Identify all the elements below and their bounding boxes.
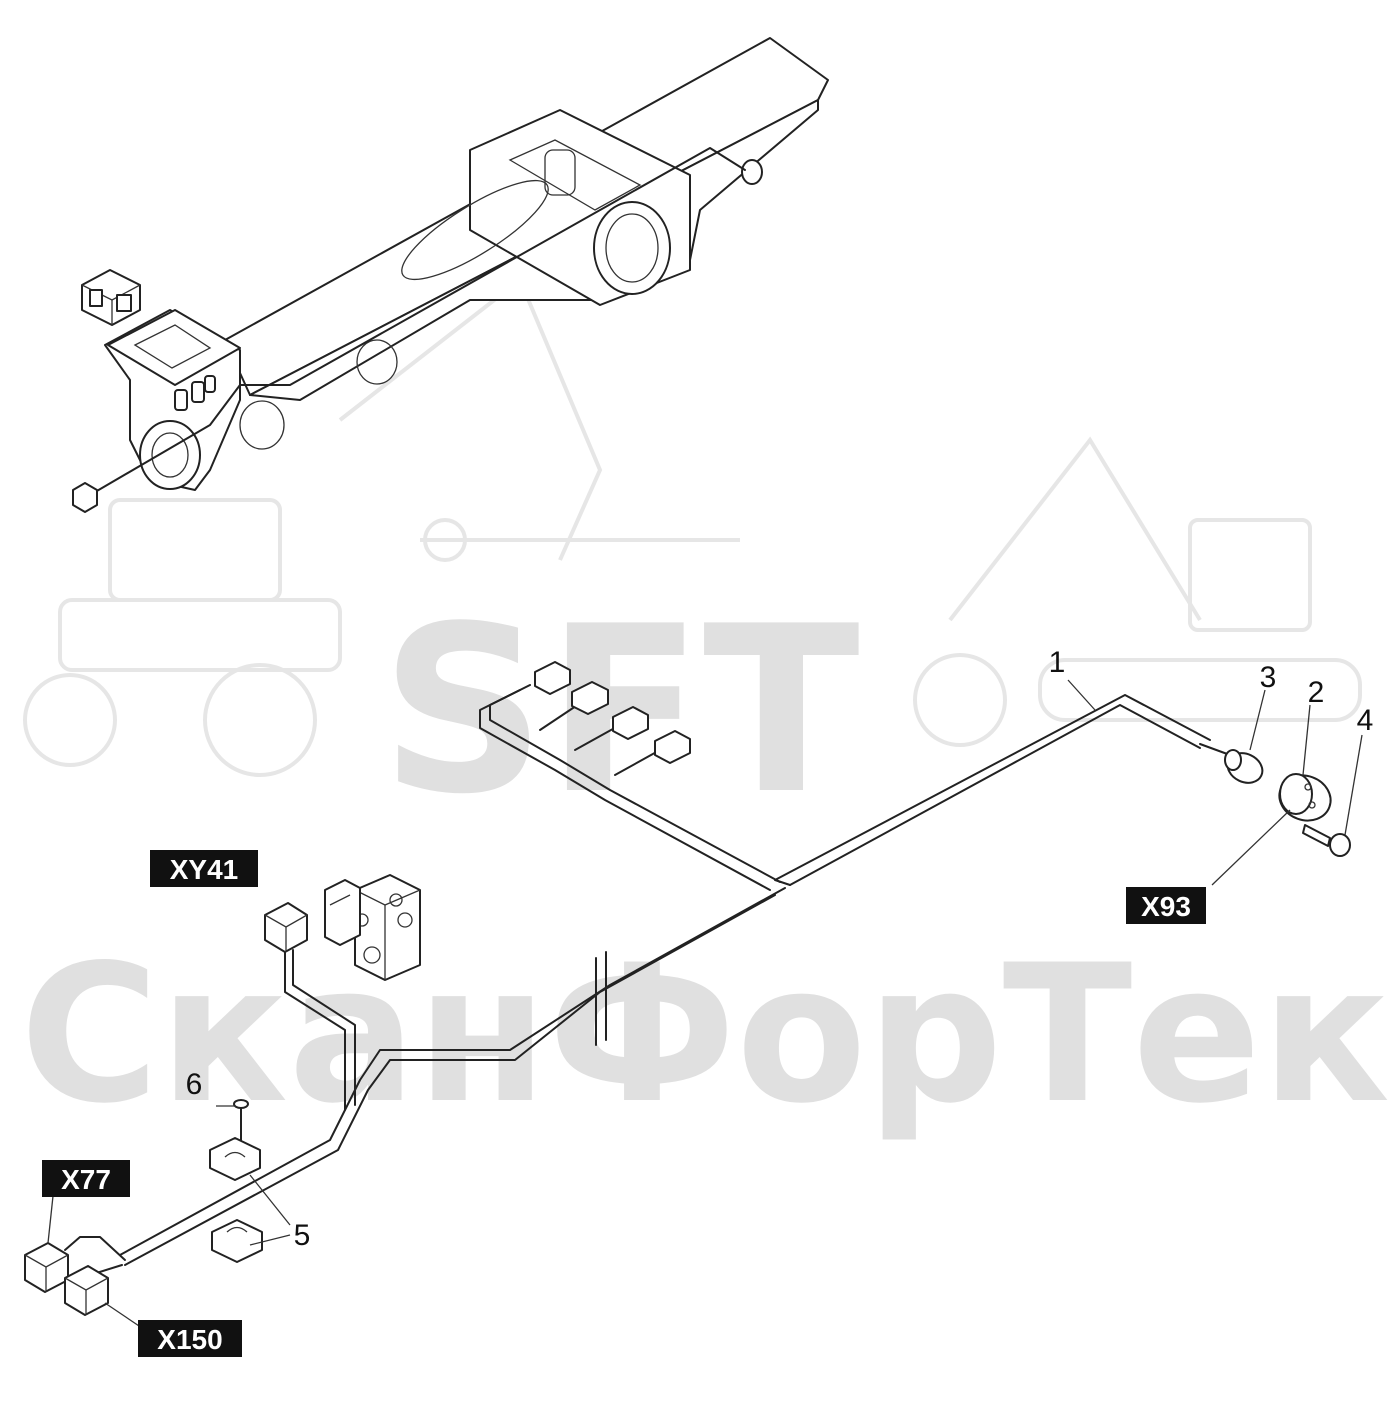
sensor-block [81, 269, 141, 326]
watermark: SFT СканФорТек [20, 276, 1390, 1145]
tag-x93: X93 [1126, 887, 1206, 924]
callout-5: 5 [294, 1219, 311, 1252]
axle-sensor-connector [72, 482, 98, 513]
callout-3: 3 [1260, 661, 1277, 694]
svg-text:XY41: XY41 [170, 854, 239, 885]
callout-numbers: 1 2 3 4 5 6 [186, 646, 1374, 1252]
callout-6: 6 [186, 1068, 203, 1101]
svg-text:X150: X150 [157, 1324, 222, 1355]
tag-x150: X150 [138, 1320, 242, 1357]
watermark-excavator-mid [338, 276, 740, 562]
tag-x77: X77 [42, 1160, 130, 1197]
x150-connector [64, 1265, 109, 1316]
callout-4: 4 [1357, 704, 1374, 737]
x77-connector [24, 1242, 69, 1293]
watermark-company: СканФорТек [20, 924, 1390, 1145]
tag-xy41: XY41 [150, 850, 258, 887]
part-3-sensor [1199, 743, 1264, 784]
part-2-flange [1278, 773, 1332, 822]
valve-block [324, 874, 421, 981]
watermark-excavator-right [913, 436, 1362, 747]
axle-frame [104, 37, 829, 491]
part-5-clamp-lower [211, 1219, 263, 1263]
harness-branch-connectors [534, 661, 691, 764]
xy41-connector [264, 902, 308, 953]
part-5-clamp-upper [209, 1137, 261, 1181]
axle-wire [89, 147, 746, 496]
watermark-brand: SFT [380, 578, 860, 845]
svg-text:X93: X93 [1141, 891, 1191, 922]
callout-1: 1 [1049, 646, 1066, 679]
callout-2: 2 [1308, 676, 1325, 709]
part-4-bolt [1302, 824, 1351, 857]
watermark-tractor-left [23, 498, 342, 777]
svg-text:X77: X77 [61, 1164, 111, 1195]
wire-harness [64, 684, 1211, 1286]
